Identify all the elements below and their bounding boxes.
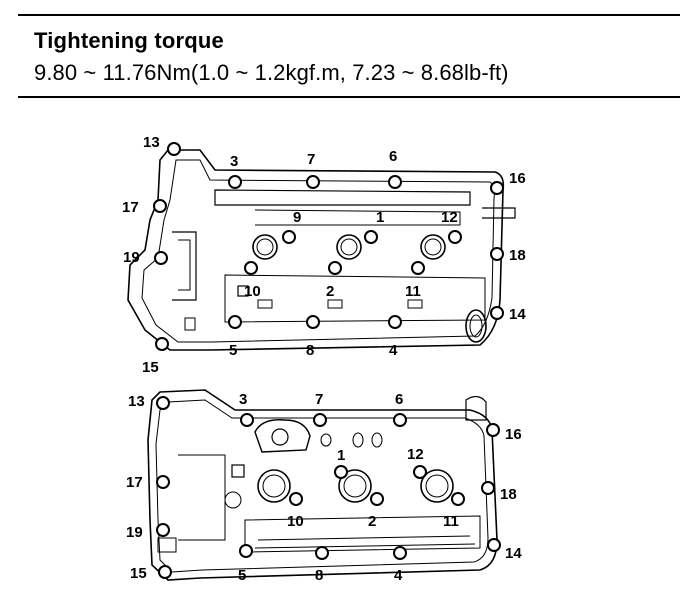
label-lower-19: 19 — [126, 524, 143, 541]
bolt-lower-4 — [393, 546, 407, 560]
label-lower-11: 11 — [443, 513, 459, 530]
bolt-lower-12 — [413, 465, 427, 479]
bolt-lower-5 — [239, 544, 253, 558]
bolt-upper-14 — [490, 306, 504, 320]
bolt-upper-18 — [490, 247, 504, 261]
bolt-lower-6 — [393, 413, 407, 427]
bolt-upper-17 — [153, 199, 167, 213]
label-upper-4: 4 — [389, 342, 398, 359]
bolt-lower-18 — [481, 481, 495, 495]
label-lower-14: 14 — [505, 545, 522, 562]
bolt-upper-13 — [167, 142, 181, 156]
bolt-upper-12 — [448, 230, 462, 244]
label-upper-9: 9 — [293, 209, 301, 226]
label-lower-5: 5 — [238, 567, 246, 584]
upper-cover-bolts — [153, 142, 504, 351]
upper-cover-labels: 13 3 7 6 16 17 9 1 12 19 18 10 2 11 14 5… — [122, 134, 526, 376]
label-lower-13: 13 — [128, 393, 145, 410]
label-lower-4: 4 — [394, 567, 403, 584]
bolt-upper-16 — [490, 181, 504, 195]
bolt-upper-8 — [306, 315, 320, 329]
label-lower-15: 15 — [130, 565, 147, 582]
label-lower-3: 3 — [239, 391, 247, 408]
bolt-lower-15 — [158, 565, 172, 579]
bolt-lower-7 — [313, 413, 327, 427]
upper-cover-diagram — [127, 149, 516, 351]
bolt-lower-8 — [315, 546, 329, 560]
label-lower-17: 17 — [126, 474, 143, 491]
label-upper-11: 11 — [405, 283, 421, 300]
bolt-upper-9 — [282, 230, 296, 244]
bolt-lower-10 — [289, 492, 303, 506]
torque-spec-box: Tightening torque 9.80 ~ 11.76Nm(1.0 ~ 1… — [18, 14, 680, 98]
bolt-upper-15 — [155, 337, 169, 351]
bolt-lower-2 — [370, 492, 384, 506]
label-lower-10: 10 — [287, 513, 304, 530]
label-lower-1: 1 — [337, 447, 345, 464]
label-lower-12: 12 — [407, 446, 424, 463]
lower-cover-bolts — [156, 396, 501, 579]
label-upper-17: 17 — [122, 199, 139, 216]
label-upper-16: 16 — [509, 170, 526, 187]
bolt-upper-19 — [154, 251, 168, 265]
bolt-upper-3 — [228, 175, 242, 189]
bolt-upper-6 — [388, 175, 402, 189]
bolt-upper-10 — [244, 261, 258, 275]
bolt-upper-11 — [411, 261, 425, 275]
label-lower-2: 2 — [368, 513, 376, 530]
bolt-lower-3 — [240, 413, 254, 427]
bolt-lower-19 — [156, 523, 170, 537]
bolt-upper-5 — [228, 315, 242, 329]
bolt-lower-1 — [334, 465, 348, 479]
bolt-upper-7 — [306, 175, 320, 189]
label-upper-2: 2 — [326, 283, 334, 300]
label-upper-3: 3 — [230, 153, 238, 170]
bolt-lower-13 — [156, 396, 170, 410]
bolt-lower-11 — [451, 492, 465, 506]
label-upper-12: 12 — [441, 209, 458, 226]
torque-value: 9.80 ~ 11.76Nm(1.0 ~ 1.2kgf.m, 7.23 ~ 8.… — [34, 60, 509, 85]
label-lower-8: 8 — [315, 567, 323, 584]
upper-cover-gasket — [141, 159, 495, 343]
label-upper-5: 5 — [229, 342, 237, 359]
label-lower-6: 6 — [395, 391, 403, 408]
label-upper-15: 15 — [142, 359, 159, 376]
label-upper-18: 18 — [509, 247, 526, 264]
bolt-upper-1 — [364, 230, 378, 244]
label-lower-7: 7 — [315, 391, 323, 408]
bolt-lower-16 — [486, 423, 500, 437]
torque-title: Tightening torque — [34, 28, 224, 53]
label-upper-13: 13 — [143, 134, 160, 151]
label-upper-7: 7 — [307, 151, 315, 168]
bolt-upper-2 — [328, 261, 342, 275]
lower-cover-labels: 13 3 7 6 16 1 12 17 18 10 2 11 19 14 15 … — [126, 391, 522, 584]
label-upper-6: 6 — [389, 148, 397, 165]
label-upper-8: 8 — [306, 342, 314, 359]
label-upper-14: 14 — [509, 306, 526, 323]
label-upper-10: 10 — [244, 283, 261, 300]
bolt-lower-17 — [156, 475, 170, 489]
label-lower-18: 18 — [500, 486, 517, 503]
bolt-lower-14 — [487, 538, 501, 552]
label-upper-1: 1 — [376, 209, 384, 226]
label-lower-16: 16 — [505, 426, 522, 443]
bolt-upper-4 — [388, 315, 402, 329]
label-upper-19: 19 — [123, 249, 140, 266]
